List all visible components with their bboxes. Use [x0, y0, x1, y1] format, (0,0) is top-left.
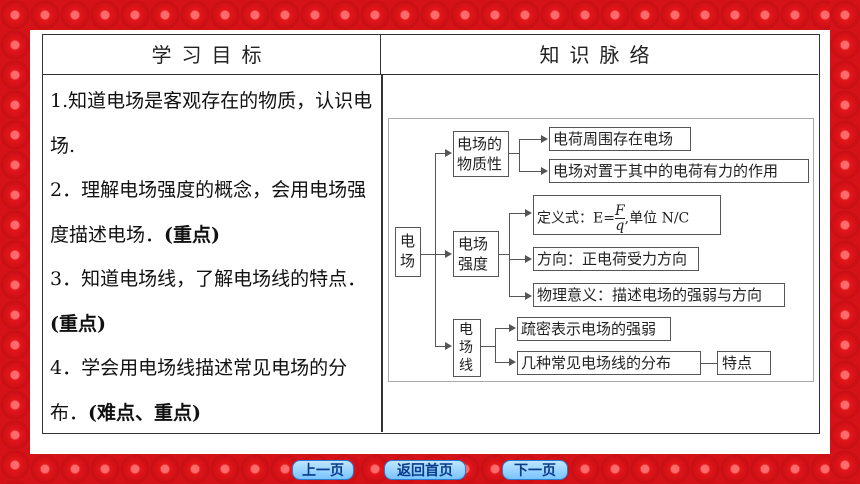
- border-top: [0, 0, 860, 30]
- item-common-distribution: 几种常见电场线的分布: [517, 351, 701, 375]
- item-physical-meaning: 物理意义：描述电场的强弱与方向: [533, 283, 785, 307]
- goal-2: 2．理解电场强度的概念，会用电场强度描述电场．(重点): [50, 179, 367, 246]
- border-bottom: [0, 454, 860, 484]
- goal-1: 1.知道电场是客观存在的物质，认识电场.: [50, 90, 373, 157]
- column-divider: [381, 75, 383, 432]
- item-charge-surrounded: 电荷周围存在电场: [549, 127, 691, 151]
- learning-goals-header: 学习目标: [43, 35, 381, 75]
- branch-field-lines: 电场线: [453, 319, 481, 377]
- border-right: [830, 0, 860, 484]
- prev-page-button[interactable]: 上一页: [292, 460, 354, 480]
- knowledge-map-header: 知识脉络: [381, 35, 818, 75]
- map-root: 电场: [395, 227, 421, 277]
- branch-material: 电场的物质性: [453, 131, 509, 177]
- next-page-button[interactable]: 下一页: [502, 460, 568, 480]
- home-button[interactable]: 返回首页: [384, 460, 466, 480]
- knowledge-mind-map: 电场 电场的物质性 电荷周围存在电场 电场对置于其中的电荷有力的作用 电场强度 …: [388, 118, 814, 382]
- content-area: [30, 30, 830, 454]
- goal-4: 4．学会用电场线描述常见电场的分布．(难点、重点): [50, 357, 348, 424]
- item-force-on-charge: 电场对置于其中的电荷有力的作用: [549, 159, 809, 183]
- item-direction: 方向：正电荷受力方向: [533, 247, 699, 271]
- branch-field-strength: 电场强度: [453, 231, 499, 277]
- learning-goals-list: 1.知道电场是客观存在的物质，认识电场. 2．理解电场强度的概念，会用电场强度描…: [50, 79, 378, 435]
- item-density-strength: 疏密表示电场的强弱: [517, 317, 671, 341]
- goal-3: 3．知道电场线，了解电场线的特点．(重点): [50, 268, 367, 335]
- item-features: 特点: [717, 351, 771, 375]
- lesson-table: 学习目标 知识脉络 1.知道电场是客观存在的物质，认识电场. 2．理解电场强度的…: [42, 34, 820, 434]
- border-left: [0, 0, 30, 484]
